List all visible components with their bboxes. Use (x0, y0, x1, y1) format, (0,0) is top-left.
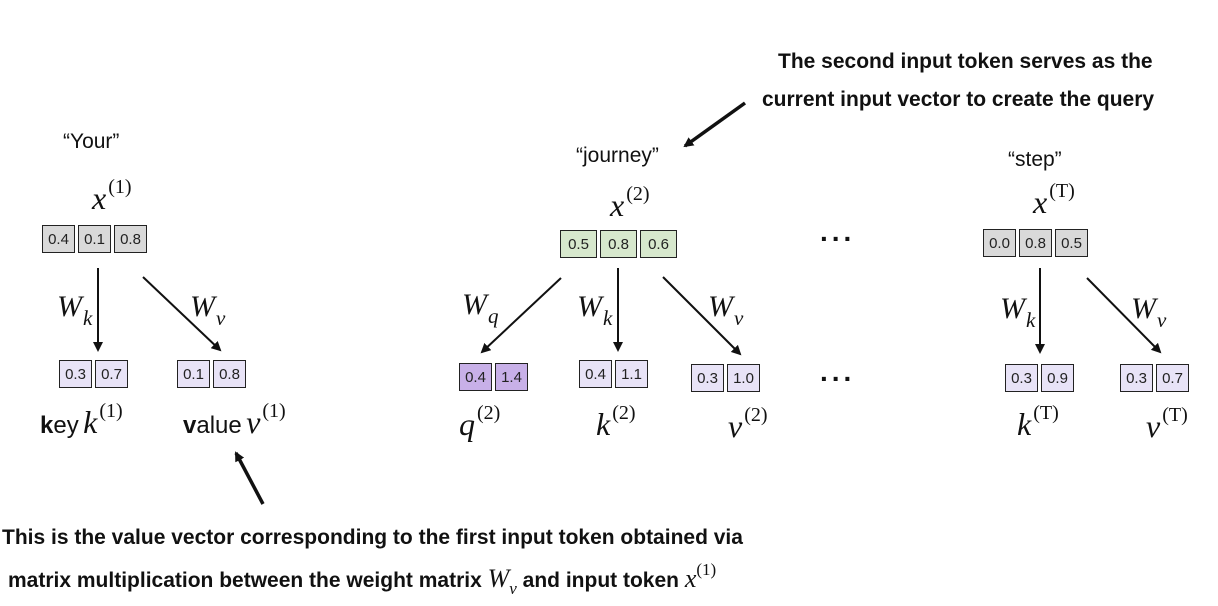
callout-arrow-top (683, 101, 747, 148)
vector-cell: 0.9 (1041, 364, 1074, 392)
ellipsis-top: ... (820, 216, 856, 247)
input-vector-T: 0.0 0.8 0.5 (983, 229, 1088, 257)
value-vector-2: 0.3 1.0 (691, 364, 760, 392)
vector-cell: 0.1 (78, 225, 111, 253)
weight-wv-label-1: Wv (190, 290, 226, 330)
vector-cell: 0.4 (42, 225, 75, 253)
key-label-1: key k(1) (40, 400, 123, 440)
vector-cell: 0.5 (1055, 229, 1088, 257)
input-vector-2: 0.5 0.8 0.6 (560, 230, 677, 258)
vector-cell: 0.3 (1120, 364, 1153, 392)
input-label-2: x(2) (610, 183, 650, 223)
key-vector-2: 0.4 1.1 (579, 360, 648, 388)
arrow-wv-2 (662, 276, 742, 356)
value-label-2: v(2) (728, 404, 768, 444)
weight-wv-label-2: Wv (708, 290, 744, 330)
vector-cell: 0.8 (1019, 229, 1052, 257)
vector-cell: 0.7 (1156, 364, 1189, 392)
callout-arrow-bottom (234, 451, 265, 505)
value-label-1: value v(1) (183, 400, 286, 440)
arrow-wq-2 (480, 277, 562, 354)
vector-cell: 0.3 (59, 360, 92, 388)
vector-cell: 0.0 (983, 229, 1016, 257)
weight-wk-label-1: Wk (57, 290, 93, 330)
query-vector-2: 0.4 1.4 (459, 363, 528, 391)
vector-cell: 1.1 (615, 360, 648, 388)
callout-top-line2: current input vector to create the query (762, 88, 1155, 111)
callout-bottom-line1: This is the value vector corresponding t… (2, 526, 743, 549)
weight-wq-label-2: Wq (462, 288, 499, 328)
key-label-2: k(2) (596, 402, 636, 442)
value-label-T: v(T) (1146, 404, 1188, 444)
input-label-T: x(T) (1033, 180, 1075, 220)
vector-cell: 0.1 (177, 360, 210, 388)
vector-cell: 0.3 (691, 364, 724, 392)
vector-cell: 0.8 (114, 225, 147, 253)
vector-cell: 0.8 (600, 230, 637, 258)
vector-cell: 0.6 (640, 230, 677, 258)
vector-cell: 1.4 (495, 363, 528, 391)
weight-wk-label-T: Wk (1000, 292, 1036, 332)
vector-cell: 0.3 (1005, 364, 1038, 392)
vector-cell: 0.4 (579, 360, 612, 388)
token-word-1: “Your” (63, 130, 120, 153)
arrow-wv-1 (142, 276, 222, 352)
vector-cell: 0.8 (213, 360, 246, 388)
vector-cell: 0.4 (459, 363, 492, 391)
callout-top-line1: The second input token serves as the (778, 50, 1153, 73)
value-vector-1: 0.1 0.8 (177, 360, 246, 388)
value-vector-T: 0.3 0.7 (1120, 364, 1189, 392)
input-label-1: x(1) (92, 176, 132, 216)
key-vector-T: 0.3 0.9 (1005, 364, 1074, 392)
vector-cell: 0.7 (95, 360, 128, 388)
vector-cell: 0.5 (560, 230, 597, 258)
token-word-T: “step” (1008, 148, 1062, 171)
key-vector-1: 0.3 0.7 (59, 360, 128, 388)
input-vector-1: 0.4 0.1 0.8 (42, 225, 147, 253)
ellipsis-bottom: ... (820, 356, 856, 387)
weight-wv-label-T: Wv (1131, 292, 1167, 332)
key-label-T: k(T) (1017, 402, 1059, 442)
token-word-2: “journey” (576, 144, 659, 167)
query-label-2: q(2) (459, 402, 501, 442)
callout-bottom-line2: matrix multiplication between the weight… (8, 560, 717, 598)
arrow-wv-T (1086, 277, 1162, 354)
weight-wk-label-2: Wk (577, 290, 613, 330)
vector-cell: 1.0 (727, 364, 760, 392)
